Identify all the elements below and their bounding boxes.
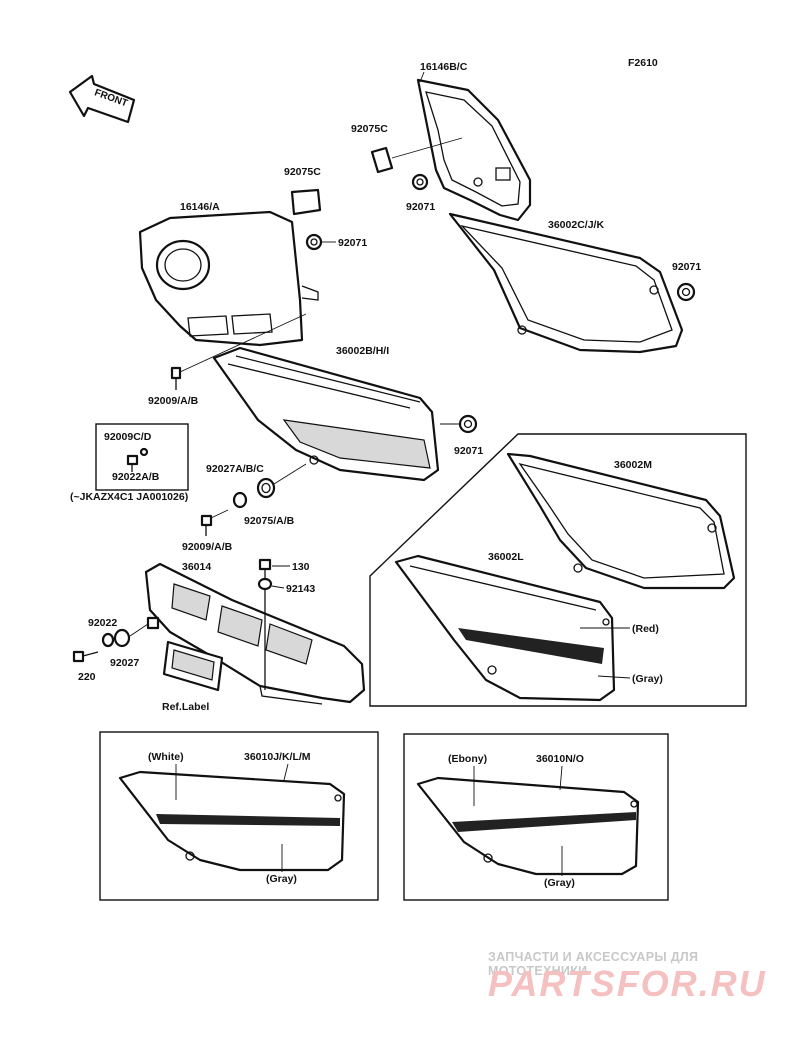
grommet-92071-b (305, 233, 323, 251)
reference-label-plate (162, 640, 224, 692)
label-92009ab-b: 92009/A/B (182, 541, 233, 553)
washer-92027abc (232, 491, 248, 509)
inset-box-92009cd (95, 423, 189, 491)
bolt-220 (72, 650, 99, 663)
label-ebony: (Ebony) (448, 753, 487, 765)
collar-92027 (113, 628, 131, 648)
label-130: 130 (292, 561, 310, 573)
label-gray-l: (Gray) (632, 673, 663, 685)
side-cover-36002bhi (212, 346, 440, 482)
label-92071-a: 92071 (406, 201, 435, 213)
label-92075ab: 92075/A/B (244, 515, 295, 527)
figure-code: F2610 (628, 57, 658, 69)
label-92071-b: 92071 (338, 237, 367, 249)
bolt-92009ab-a (170, 366, 182, 390)
label-36002cjk: 36002C/J/K (548, 219, 604, 231)
grommet-92071-a (411, 173, 429, 191)
pad-92075c-mid (290, 188, 322, 216)
label-92009cd: 92009C/D (104, 431, 152, 443)
label-92022ab: 92022A/B (112, 471, 160, 483)
label-ref-label: Ref.Label (162, 701, 209, 713)
grommet-92071-d (458, 414, 478, 434)
label-36010no: 36010N/O (536, 753, 584, 765)
label-92022: 92022 (88, 617, 117, 629)
label-gray-b1: (Gray) (266, 873, 297, 885)
washer-92143 (257, 577, 273, 591)
side-cover-36002l (394, 554, 616, 702)
label-92027: 92027 (110, 657, 139, 669)
side-cover-16146a (138, 210, 319, 347)
grommet-92071-c (676, 282, 696, 302)
label-220: 220 (78, 671, 96, 683)
serial-note: (~JKAZX4C1 JA001026) (70, 491, 188, 503)
label-92071-d: 92071 (454, 445, 483, 457)
side-cover-36002cjk (448, 212, 684, 354)
label-white: (White) (148, 751, 184, 763)
inset-frame-36002lm (369, 433, 747, 707)
chain-cover-36014 (144, 562, 366, 705)
label-red: (Red) (632, 623, 659, 635)
label-36002l: 36002L (488, 551, 524, 563)
bolt-92009cd (126, 454, 139, 472)
label-92075c-top: 92075C (351, 123, 388, 135)
bolt-92009ab-b (200, 514, 213, 536)
label-36010jklm: 36010J/K/L/M (244, 751, 311, 763)
label-36002m: 36002M (614, 459, 652, 471)
pad-92075c-top (370, 146, 394, 174)
side-cover-36010no (416, 776, 640, 876)
label-92009ab-a: 92009/A/B (148, 395, 199, 407)
inset-box-36010jklm (99, 731, 379, 901)
label-92075c-mid: 92075C (284, 166, 321, 178)
label-36002bhi: 36002B/H/I (336, 345, 389, 357)
label-92143: 92143 (286, 583, 315, 595)
side-cover-36002m (506, 452, 736, 590)
side-cover-inner-16146bc (416, 78, 532, 222)
watermark-logo: PARTSFOR.RU (488, 963, 767, 1004)
label-92027abc: 92027A/B/C (206, 463, 264, 475)
washer-92022 (101, 632, 115, 648)
watermark-tagline: ЗАПЧАСТИ И АКСЕССУАРЫ ДЛЯ МОТОТЕХНИКИ (488, 950, 699, 978)
label-16146a: 16146/A (180, 201, 220, 213)
side-cover-36010jklm (118, 770, 346, 872)
inset-box-36010no (403, 733, 669, 901)
front-arrow-icon: FRONT (68, 74, 136, 124)
spacer-92075ab (256, 477, 276, 499)
label-16146bc: 16146B/C (420, 61, 468, 73)
label-gray-b2: (Gray) (544, 877, 575, 889)
label-36014: 36014 (182, 561, 211, 573)
label-92071-c: 92071 (672, 261, 701, 273)
